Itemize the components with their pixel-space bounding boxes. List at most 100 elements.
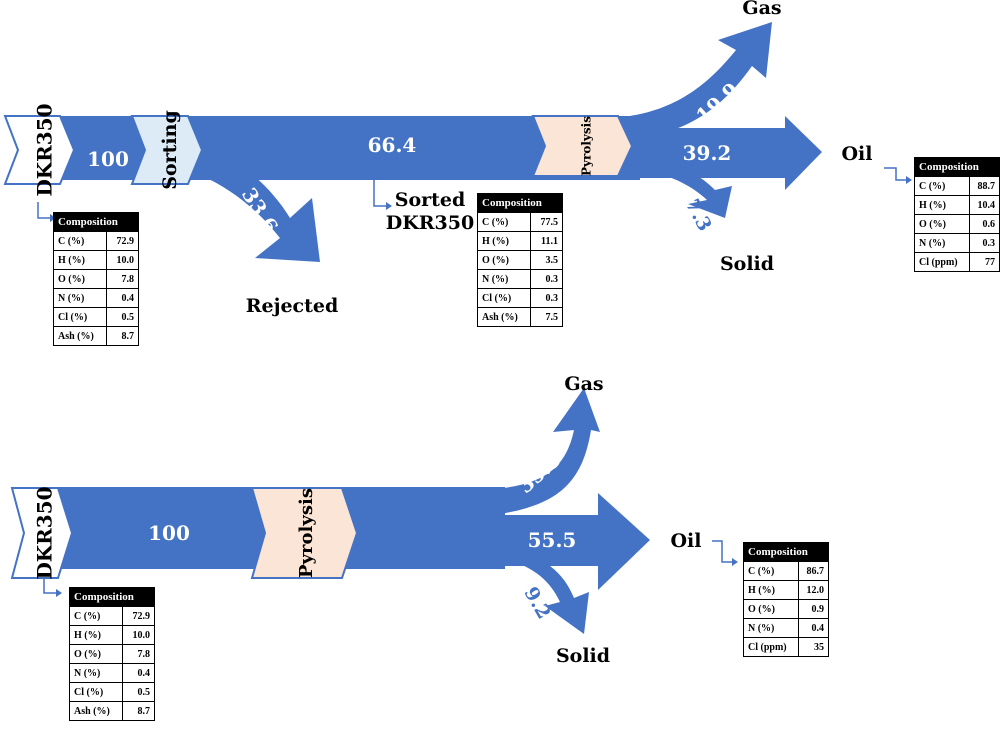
composition-element: O (%) xyxy=(52,269,108,289)
solid-label-a: Solid xyxy=(720,253,774,275)
composition-row: O (%)3.5 xyxy=(476,250,563,270)
composition-row: Cl (ppm)77 xyxy=(914,252,1000,272)
composition-row: Cl (%)0.5 xyxy=(68,682,155,702)
sorted-label-line1: Sorted xyxy=(395,189,466,211)
composition-row: Cl (ppm)35 xyxy=(743,637,830,657)
composition-value: 0.4 xyxy=(797,618,830,638)
feed-label-a: DKR350 xyxy=(33,103,57,196)
composition-value: 11.1 xyxy=(530,231,563,251)
oil-flow-a: 39.2 xyxy=(683,141,732,165)
oil-label-b: Oil xyxy=(671,530,702,552)
composition-value: 12.0 xyxy=(797,580,830,600)
composition-value: 72.9 xyxy=(122,606,155,626)
composition-element: Cl (%) xyxy=(52,307,108,327)
composition-element: Cl (%) xyxy=(68,682,124,702)
composition-row: Cl (%)0.3 xyxy=(476,288,563,308)
process-b: DKR350 Pyrolysis 100 35.3 55.5 9.2 Gas O… xyxy=(10,373,738,667)
composition-element: Ash (%) xyxy=(68,701,124,721)
pyrolysis-box-b xyxy=(250,487,359,579)
composition-header: Composition xyxy=(477,193,563,213)
composition-row: C (%)86.7 xyxy=(743,561,830,581)
oil-stream-b xyxy=(485,493,650,590)
composition-element: O (%) xyxy=(476,250,532,270)
composition-element: C (%) xyxy=(68,606,124,626)
composition-row: C (%)72.9 xyxy=(52,231,139,251)
composition-row: N (%)0.3 xyxy=(914,233,1000,253)
composition-header: Composition xyxy=(914,157,1000,177)
composition-row: Ash (%)7.5 xyxy=(476,307,563,327)
composition-value: 88.7 xyxy=(968,176,1000,196)
composition-element: N (%) xyxy=(914,233,970,253)
gas-label-a: Gas xyxy=(742,0,781,19)
composition-row: H (%)10.4 xyxy=(914,195,1000,215)
feed-flow-b: 100 xyxy=(148,521,190,545)
composition-element: C (%) xyxy=(743,561,799,581)
composition-value: 8.7 xyxy=(122,701,155,721)
composition-row: Ash (%)8.7 xyxy=(52,326,139,346)
gas-stream-a xyxy=(630,22,772,140)
sorting-label: Sorting xyxy=(159,110,181,190)
composition-row: C (%)77.5 xyxy=(476,212,563,232)
gas-stream-b xyxy=(485,388,600,516)
feed-callout-b-head xyxy=(56,589,62,597)
composition-row: Cl (%)0.5 xyxy=(52,307,139,327)
solid-label-b: Solid xyxy=(556,645,610,667)
composition-header: Composition xyxy=(743,542,829,562)
composition-row: O (%)0.6 xyxy=(914,214,1000,234)
composition-row: N (%)0.4 xyxy=(68,663,155,683)
composition-element: C (%) xyxy=(52,231,108,251)
pyrolysis-box-a xyxy=(531,115,634,177)
sorted-flow-a: 66.4 xyxy=(368,133,417,157)
composition-value: 0.6 xyxy=(968,214,1000,234)
feed-flow-a: 100 xyxy=(87,147,129,171)
composition-element: Ash (%) xyxy=(52,326,108,346)
composition-element: O (%) xyxy=(914,214,970,234)
composition-row: O (%)0.9 xyxy=(743,599,830,619)
composition-row: N (%)0.4 xyxy=(743,618,830,638)
composition-row: C (%)72.9 xyxy=(68,606,155,626)
composition-element: Cl (%) xyxy=(476,288,532,308)
composition-element: H (%) xyxy=(52,250,108,270)
composition-row: H (%)12.0 xyxy=(743,580,830,600)
composition-element: H (%) xyxy=(68,625,124,645)
oil-callout-a xyxy=(884,167,906,181)
oil-flow-b: 55.5 xyxy=(528,528,577,552)
oil-callout-a-head xyxy=(906,176,912,184)
composition-element: N (%) xyxy=(476,269,532,289)
composition-value: 0.4 xyxy=(122,663,155,683)
process-a: DKR350 Sorting Pyrolysis 100 66.4 33.6 1… xyxy=(3,0,912,317)
composition-value: 7.8 xyxy=(106,269,139,289)
composition-value: 7.5 xyxy=(530,307,563,327)
oil-callout-b-head xyxy=(732,558,738,566)
feed-callout-a xyxy=(37,202,50,219)
composition-element: O (%) xyxy=(68,644,124,664)
solid-flow-b: 9.2 xyxy=(519,583,555,623)
composition-value: 3.5 xyxy=(530,250,563,270)
composition-value: 77.5 xyxy=(530,212,563,232)
composition-value: 10.0 xyxy=(106,250,139,270)
composition-value: 86.7 xyxy=(797,561,830,581)
composition-element: N (%) xyxy=(52,288,108,308)
composition-element: Ash (%) xyxy=(476,307,532,327)
sorted-label-line2: DKR350 xyxy=(386,212,474,234)
composition-value: 35 xyxy=(797,637,830,657)
pyrolysis-label-a: Pyrolysis xyxy=(580,116,594,176)
composition-value: 72.9 xyxy=(106,231,139,251)
composition-element: Cl (ppm) xyxy=(743,637,799,657)
solid-stream-a xyxy=(630,158,732,218)
composition-row: H (%)10.0 xyxy=(68,625,155,645)
composition-value: 0.5 xyxy=(122,682,155,702)
composition-row: N (%)0.4 xyxy=(52,288,139,308)
composition-element: O (%) xyxy=(743,599,799,619)
composition-value: 10.0 xyxy=(122,625,155,645)
composition-element: C (%) xyxy=(914,176,970,196)
sorted-callout-head xyxy=(386,202,392,210)
feed-label-b: DKR350 xyxy=(33,486,57,579)
composition-value: 77 xyxy=(968,252,1000,272)
rejected-label: Rejected xyxy=(246,295,339,317)
